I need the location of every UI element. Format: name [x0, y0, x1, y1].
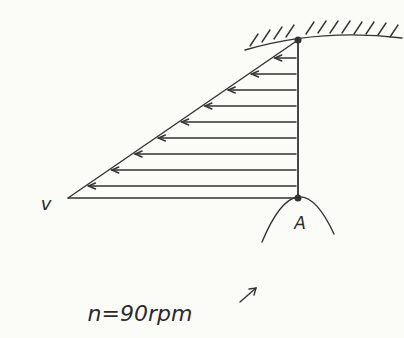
- velocity-arrows: [88, 55, 296, 189]
- velocity-arrow: [205, 105, 296, 106]
- velocity-arrow: [275, 57, 296, 58]
- arrowhead: [252, 71, 259, 77]
- point-label: A: [294, 215, 306, 232]
- arrowhead: [112, 167, 119, 173]
- arrowhead: [275, 55, 282, 61]
- arrowhead: [182, 119, 189, 125]
- velocity-arrow: [135, 153, 296, 154]
- velocity-arrow: [88, 185, 296, 186]
- profile-line: [68, 40, 298, 198]
- top-point: [295, 37, 302, 44]
- wall-hatching: [250, 21, 398, 46]
- arrowhead: [135, 151, 142, 157]
- arrowhead: [158, 135, 165, 141]
- point-a: [295, 195, 302, 202]
- speed-note: n=90rpm: [88, 303, 193, 325]
- rotor-arc: [262, 197, 334, 242]
- gap-line: [297, 40, 299, 198]
- fixed-wall: [245, 35, 402, 50]
- base-line: [68, 197, 298, 198]
- arrowhead: [88, 183, 95, 189]
- rotation-arrow: [240, 288, 256, 302]
- velocity-arrow: [182, 121, 296, 122]
- arrowhead: [228, 87, 235, 93]
- arrowhead: [205, 103, 212, 109]
- velocity-symbol: v: [41, 195, 52, 213]
- velocity-arrow: [228, 89, 296, 90]
- velocity-arrow: [252, 73, 296, 74]
- rotation-arrowhead: [249, 288, 256, 295]
- velocity-arrow: [112, 169, 296, 170]
- velocity-arrow: [158, 137, 296, 138]
